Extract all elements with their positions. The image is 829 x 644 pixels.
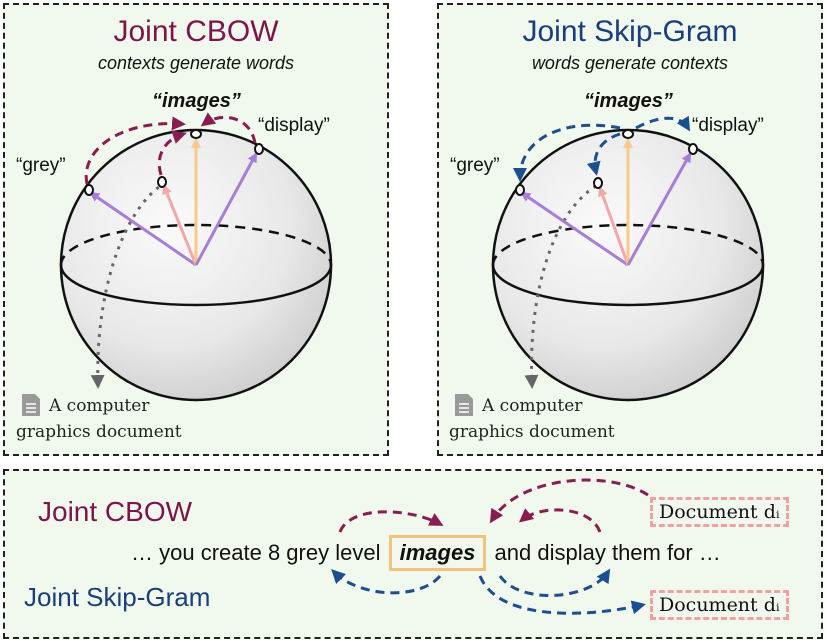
bottom-skipgram-arrows [331,568,646,615]
skipgram-title: Joint Skip-Gram [522,15,738,48]
cbow-word-display: “display” [258,115,330,136]
cbow-word-images: “images” [152,90,241,112]
example-sentence: … you create 8 grey level images and dis… [131,535,721,571]
bottom-cbow-label: Joint CBOW [38,496,193,527]
skipgram-word-grey: “grey” [450,155,500,176]
skipgram-sphere [491,115,765,402]
sentence-target-word: images [388,535,487,571]
sentence-after: and display them for … [494,540,721,565]
skipgram-document-label-2: graphics document [449,420,615,444]
skipgram-doc-line2: graphics document [449,422,615,442]
document-box-bottom: Document dᵢ [650,590,789,620]
skipgram-document-icon [455,394,473,416]
skipgram-word-images: “images” [584,90,673,112]
cbow-sphere [59,112,333,402]
cbow-document-icon [22,394,40,416]
skipgram-subtitle: words generate contexts [531,53,729,73]
cbow-word-grey: “grey” [16,155,66,176]
bottom-cbow-arrows [338,478,649,533]
cbow-doc-line1: A computer [49,396,150,416]
skipgram-doc-line1: A computer [482,396,583,416]
skipgram-document-label: A computer [482,394,582,418]
cbow-document-label-2: graphics document [16,420,182,444]
sentence-before: … you create 8 grey level [131,540,381,565]
skipgram-word-display: “display” [692,115,764,136]
cbow-title: Joint CBOW [113,15,279,48]
document-box-top: Document dᵢ [650,497,789,527]
cbow-subtitle: contexts generate words [97,53,295,73]
cbow-document-label: A computer [49,394,149,418]
cbow-doc-line2: graphics document [16,422,182,442]
bottom-skipgram-label: Joint Skip-Gram [24,582,211,612]
